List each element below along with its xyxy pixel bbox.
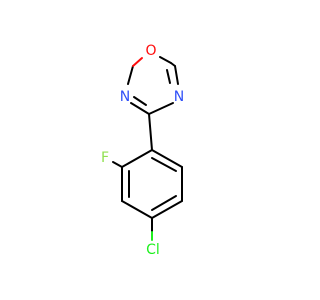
bond-c3-n2-double xyxy=(133,96,147,106)
bond-c3-c4 xyxy=(121,200,153,219)
bond-o1-n2-red xyxy=(132,57,143,67)
bond-c1-c2 xyxy=(121,149,153,168)
bond-c2-f xyxy=(112,161,123,168)
atom-chlorine: Cl xyxy=(146,242,160,258)
bond-n4-c3 xyxy=(148,102,174,115)
bond-c3-phenyl xyxy=(148,113,153,151)
bond-c6-c1 xyxy=(151,149,183,168)
bond-o-c5 xyxy=(159,56,172,64)
bond-c6-c1-double xyxy=(151,157,177,172)
benzene-ring-bonds xyxy=(121,149,183,219)
atom-nitrogen-right: N xyxy=(174,89,184,105)
bond-c3-n2 xyxy=(130,102,150,115)
atom-nitrogen-left: N xyxy=(120,89,130,105)
atom-fluorine: F xyxy=(101,150,109,166)
bond-c4-c5-double xyxy=(151,195,177,211)
bond-c5-n4 xyxy=(174,65,179,85)
bond-c5-n4-double xyxy=(166,69,171,84)
oxadiazole-ring-bonds xyxy=(127,56,179,115)
bond-c4-c5 xyxy=(151,200,183,219)
atom-labels: O N N F Cl xyxy=(101,43,184,258)
atom-oxygen: O xyxy=(145,43,156,59)
chemical-structure-diagram: O N N F Cl xyxy=(101,43,184,258)
bond-n2-o1 xyxy=(127,65,134,85)
